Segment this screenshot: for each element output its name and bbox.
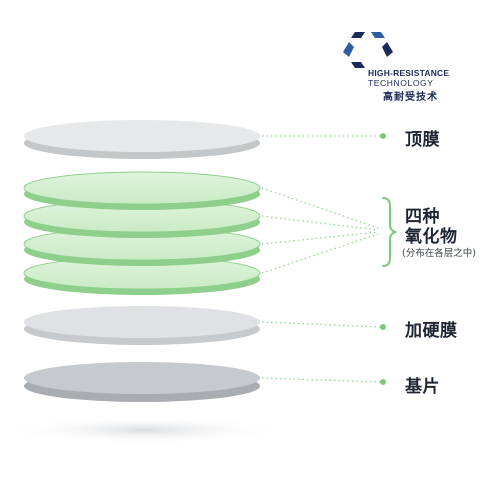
logo-hexagon-icon xyxy=(343,32,393,68)
logo-line-2: TECHNOLOGY xyxy=(368,78,434,88)
connector-dots xyxy=(380,133,386,385)
oxide-disc-3 xyxy=(23,227,261,266)
oxide-disc-1 xyxy=(23,171,261,210)
connector-lines xyxy=(261,135,381,383)
substrate-disc xyxy=(24,362,260,402)
curly-brace xyxy=(382,197,397,267)
label-oxides-note: (分布在各层之中) xyxy=(402,248,476,259)
top-film-disc xyxy=(24,120,260,159)
label-oxides-line2: 氧化物 xyxy=(405,227,458,247)
label-top-film: 顶膜 xyxy=(405,130,440,150)
hard-film-disc xyxy=(24,306,260,345)
logo-line-3: 高耐受技术 xyxy=(383,92,438,103)
label-hard-film: 加硬膜 xyxy=(405,321,458,341)
label-oxides-line1: 四种 xyxy=(405,207,440,227)
ground-shadow xyxy=(5,416,285,444)
label-substrate: 基片 xyxy=(405,377,440,397)
logo-line-1: HIGH-RESISTANCE xyxy=(368,68,450,78)
